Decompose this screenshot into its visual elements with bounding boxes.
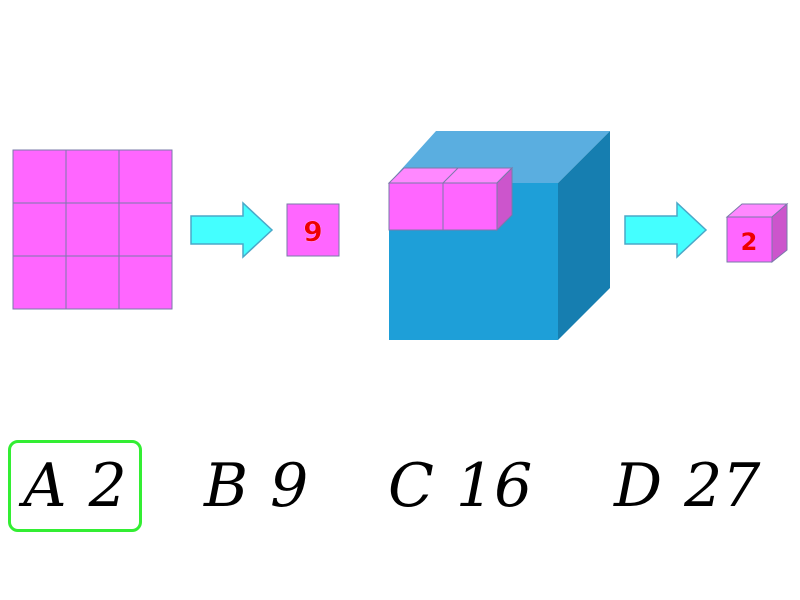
grid-tile (12, 149, 67, 204)
grid-tile (65, 149, 120, 204)
option-a[interactable]: A 2 (8, 440, 142, 532)
option-value: 27 (684, 451, 761, 521)
option-d[interactable]: D 27 (614, 444, 760, 528)
right-arrow-icon (624, 201, 708, 259)
grid-tile (118, 149, 173, 204)
option-c[interactable]: C 16 (388, 444, 532, 528)
square-count-box (286, 203, 340, 257)
grid-tile (118, 202, 173, 257)
option-letter: C (388, 451, 434, 521)
option-value: 9 (270, 451, 309, 521)
grid-tile (118, 255, 173, 310)
option-letter: A (23, 451, 67, 521)
option-letter: B (204, 451, 249, 521)
count-cube-front (726, 216, 773, 263)
cube-count-label: 2 (741, 228, 758, 256)
option-value: 16 (455, 451, 533, 521)
right-arrow-icon (190, 201, 274, 259)
small-cube-front (442, 182, 498, 231)
small-cubes-on-cube (387, 166, 514, 232)
small-cube-edge (442, 167, 459, 184)
small-cube-front (388, 182, 444, 231)
option-b[interactable]: B 9 (204, 444, 308, 528)
option-value: 2 (88, 451, 127, 521)
grid-tile (12, 255, 67, 310)
grid-tile (65, 202, 120, 257)
cube-side-face (558, 131, 610, 340)
grid-tile (65, 255, 120, 310)
big-cube (389, 131, 610, 340)
square-grid (12, 149, 173, 310)
option-letter: D (614, 451, 663, 521)
square-count-label: 9 (303, 215, 322, 248)
small-count-cube (725, 202, 789, 264)
grid-tile (12, 202, 67, 257)
